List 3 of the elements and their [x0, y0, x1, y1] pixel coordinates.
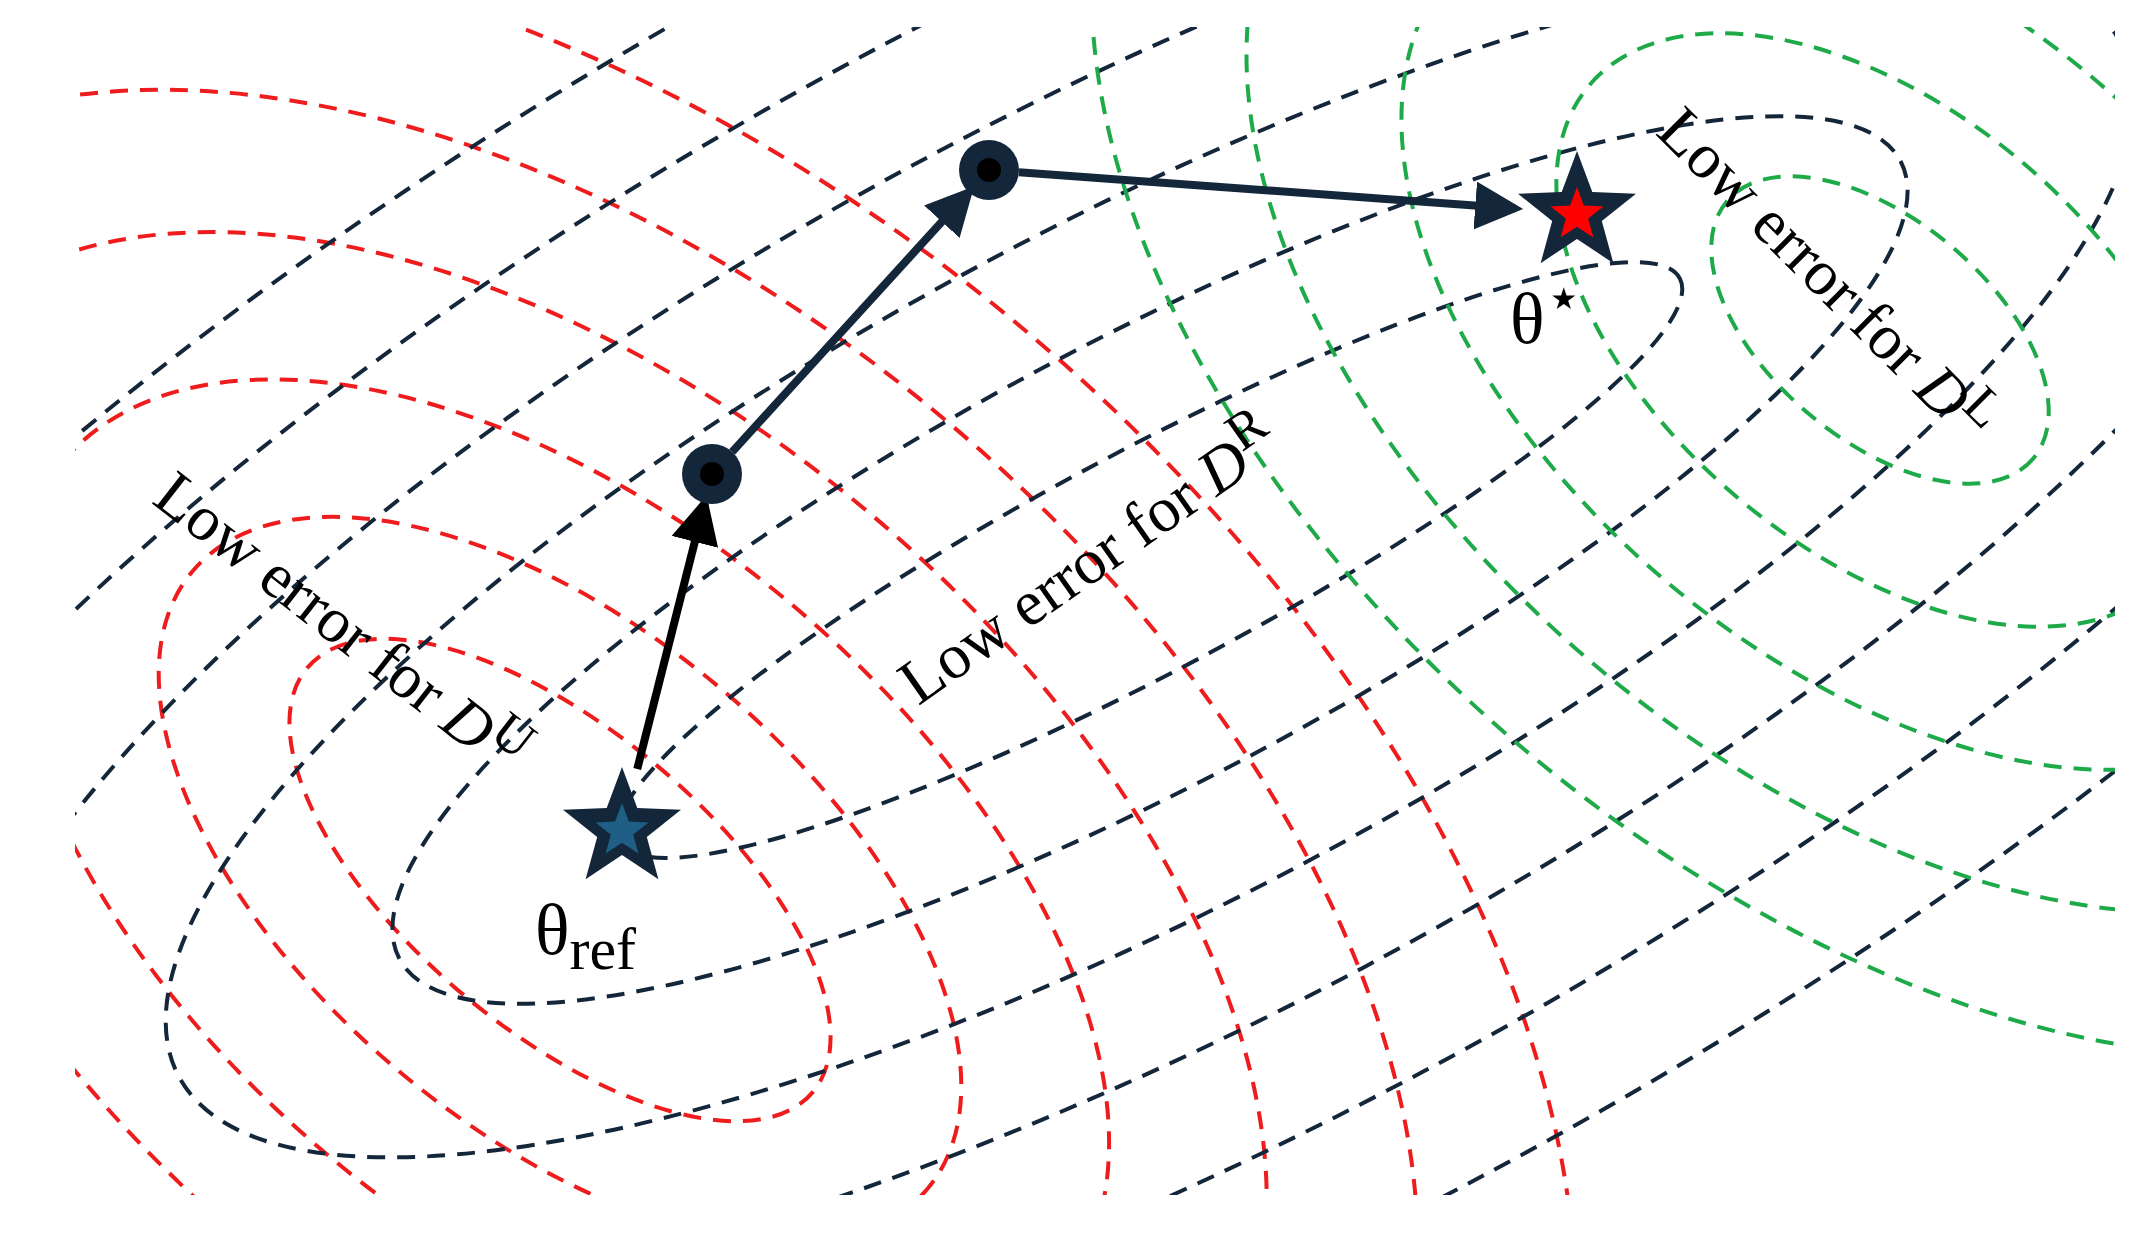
parameter-label: θ$^{⋆}$: [1510, 268, 1583, 355]
parameter-label: θ$_{ref}$: [535, 894, 637, 980]
arrow: [1018, 168, 1524, 230]
